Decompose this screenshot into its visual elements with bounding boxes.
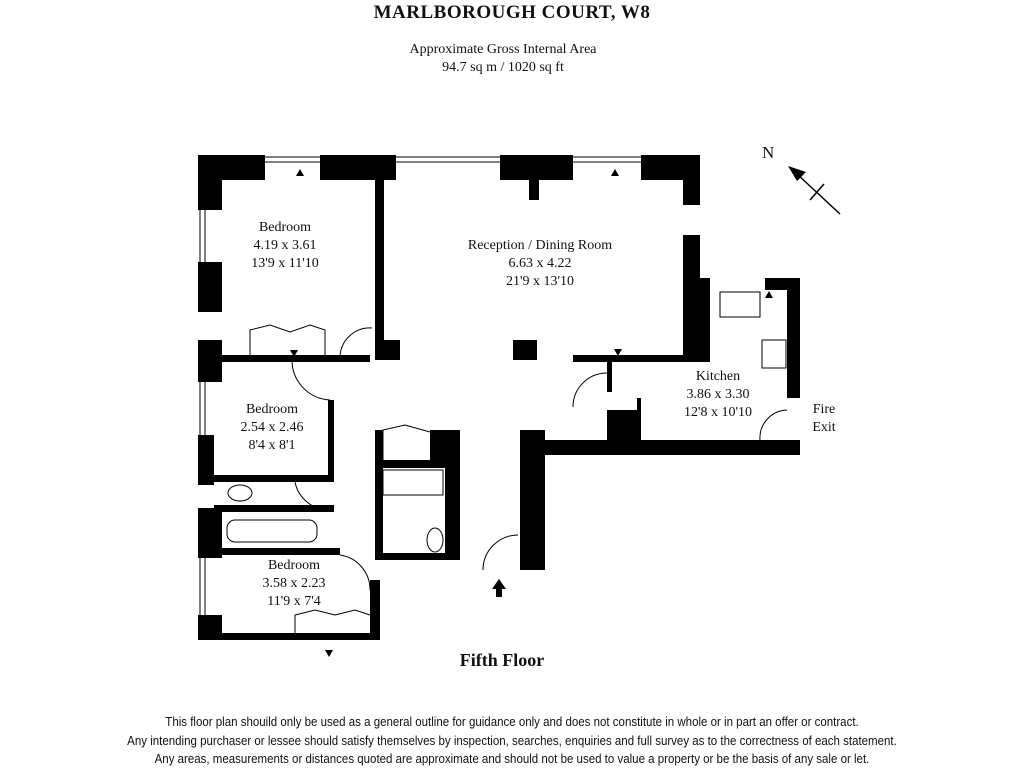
room-name: Bedroom	[258, 220, 312, 235]
room-bedroom-1: Bedroom 4.19 x 3.61 13'9 x 11'10	[215, 219, 355, 273]
room-bedroom-3: Bedroom 3.58 x 2.23 11'9 x 7'4	[244, 557, 344, 611]
room-kitchen: Kitchen 3.86 x 3.30 12'8 x 10'10	[668, 368, 768, 422]
compass-north-label: N	[762, 143, 775, 162]
fixtures	[199, 156, 788, 635]
room-imperial: 11'9 x 7'4	[267, 594, 321, 609]
arrow-markers	[290, 169, 773, 657]
room-imperial: 8'4 x 8'1	[248, 438, 296, 453]
area-value: 94.7 sq m / 1020 sq ft	[442, 60, 564, 75]
disclaimer-line: Any areas, measurements or distances quo…	[154, 752, 870, 766]
room-name: Kitchen	[695, 369, 741, 384]
room-name: Reception / Dining Room	[467, 238, 613, 253]
room-metric: 4.19 x 3.61	[253, 238, 317, 253]
room-metric: 6.63 x 4.22	[508, 256, 572, 271]
fire-exit-line1: Fire	[812, 402, 836, 417]
room-bedroom-2: Bedroom 2.54 x 2.46 8'4 x 8'1	[222, 401, 322, 455]
room-imperial: 12'8 x 10'10	[683, 405, 753, 420]
room-imperial: 21'9 x 13'10	[505, 274, 575, 289]
room-imperial: 13'9 x 11'10	[251, 256, 319, 271]
area-label: Approximate Gross Internal Area	[409, 42, 597, 57]
room-name: Bedroom	[245, 402, 299, 417]
fire-exit-label: Fire Exit	[804, 401, 844, 437]
disclaimer-line: Any intending purchaser or lessee should…	[127, 734, 897, 748]
room-metric: 3.58 x 2.23	[262, 576, 326, 591]
entrance-arrow-icon	[492, 579, 506, 597]
room-metric: 2.54 x 2.46	[240, 420, 304, 435]
fire-exit-line2: Exit	[812, 420, 836, 435]
disclaimer-line: This floor plan shouild only be used as …	[165, 715, 859, 729]
room-reception: Reception / Dining Room 6.63 x 4.22 21'9…	[440, 237, 640, 291]
compass-icon	[788, 166, 841, 215]
floor-label: Fifth Floor	[459, 650, 545, 670]
room-metric: 3.86 x 3.30	[686, 387, 750, 402]
walls	[198, 155, 800, 640]
room-name: Bedroom	[267, 558, 321, 573]
page-title: MARLBOROUGH COURT, W8	[373, 2, 651, 23]
